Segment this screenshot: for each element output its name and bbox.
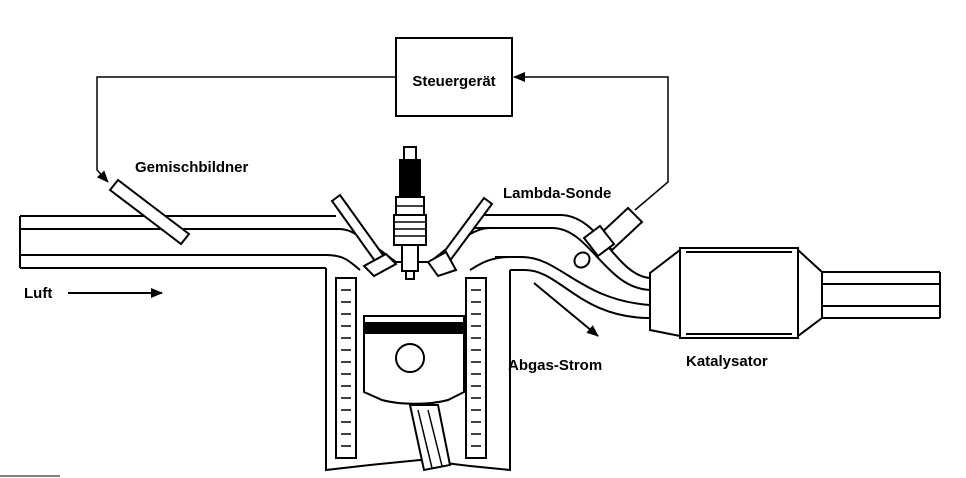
lambda-sensor: [573, 206, 644, 269]
tail-pipe: [822, 271, 941, 319]
spark-plug: [393, 146, 427, 280]
mixture-former-label: Gemischbildner: [135, 159, 249, 176]
piston-pin: [395, 343, 425, 373]
air-label: Luft: [24, 285, 52, 302]
exhaust-flow-label: Abgas-Strom: [508, 357, 602, 374]
lambda-sensor-label: Lambda-Sonde: [503, 185, 611, 202]
control-unit-label: Steuergerät: [412, 73, 495, 90]
piston-ring: [364, 322, 464, 334]
mixture-former: [108, 178, 191, 246]
control-unit-box: [395, 37, 513, 117]
cylinder-wall-hatching: [341, 289, 481, 447]
signal-line-to-mixture-former: [96, 76, 396, 183]
exhaust-flow-arrow: [533, 282, 599, 337]
catalyst: [649, 247, 823, 339]
cylinder-head-inner: [325, 254, 511, 271]
intake-valve: [330, 193, 398, 278]
signal-line-from-lambda: [513, 72, 669, 211]
catalyst-label: Katalysator: [686, 353, 768, 370]
exhaust-valve: [426, 196, 494, 278]
